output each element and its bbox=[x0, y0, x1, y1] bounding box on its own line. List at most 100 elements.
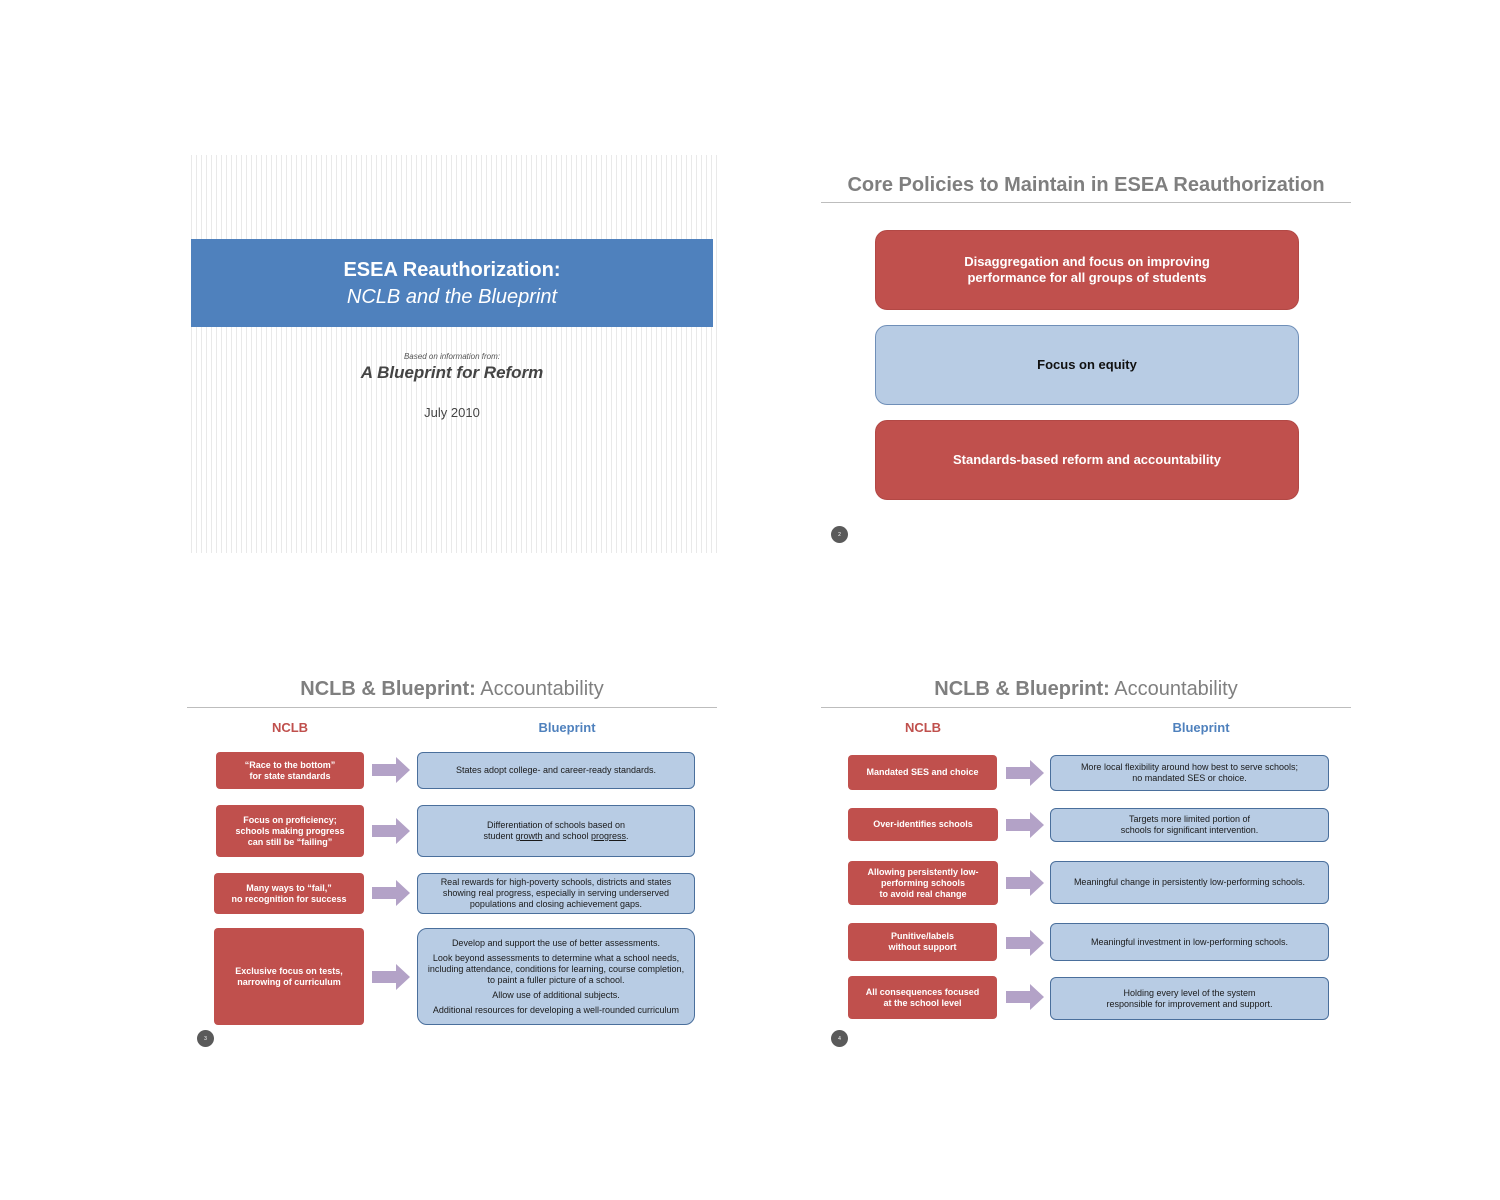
title-rest: Accountability bbox=[1109, 678, 1238, 700]
box-line: All consequences focused bbox=[865, 986, 980, 997]
nclb-box: Many ways to “fail,”no recognition for s… bbox=[214, 873, 364, 914]
arrow-icon bbox=[1006, 760, 1044, 786]
source-title: A Blueprint for Reform bbox=[360, 363, 544, 382]
box-paragraph: Allow use of additional subjects. bbox=[492, 989, 620, 1000]
slide-3: NCLB & Blueprint: Accountability NCLB Bl… bbox=[187, 660, 717, 1058]
title-bold: NCLB & Blueprint: bbox=[934, 678, 1110, 700]
box-line: for state standards bbox=[249, 770, 331, 781]
nclb-box: Mandated SES and choice bbox=[848, 755, 997, 790]
slide-subtitle: NCLB and the Blueprint bbox=[346, 286, 558, 308]
slide-title: NCLB & Blueprint: Accountability bbox=[821, 678, 1351, 701]
underlined-text: progress bbox=[591, 831, 627, 841]
box-line: “Race to the bottom” bbox=[244, 759, 336, 770]
nclb-box: Exclusive focus on tests,narrowing of cu… bbox=[214, 928, 364, 1025]
arrow-icon bbox=[1006, 984, 1044, 1010]
title-bold: NCLB & Blueprint: bbox=[300, 678, 476, 700]
box-line: Allowing persistently low- bbox=[867, 866, 979, 877]
policy-line: Standards-based reform and accountabilit… bbox=[952, 452, 1221, 467]
arrow-icon bbox=[372, 818, 410, 844]
box-line: Punitive/labels bbox=[890, 931, 954, 941]
box-line: Holding every level of the system bbox=[1123, 987, 1256, 998]
box-line: showing real progress, especially in ser… bbox=[442, 888, 670, 898]
box-line: Mandated SES and choice bbox=[866, 767, 979, 777]
slide-title: NCLB & Blueprint: Accountability bbox=[187, 678, 717, 701]
box-line: without support bbox=[888, 942, 957, 952]
box-line: performing schools bbox=[880, 877, 965, 888]
title-divider bbox=[821, 202, 1351, 203]
policy-line: Focus on equity bbox=[1037, 357, 1137, 372]
title-divider bbox=[821, 707, 1351, 708]
arrow-icon bbox=[372, 757, 410, 783]
arrow-icon bbox=[1006, 870, 1044, 896]
blueprint-box: Develop and support the use of better as… bbox=[417, 928, 695, 1025]
nclb-box: “Race to the bottom”for state standards bbox=[216, 752, 364, 789]
slide-title: Core Policies to Maintain in ESEA Reauth… bbox=[847, 174, 1325, 196]
column-header-nclb: NCLB bbox=[271, 720, 309, 735]
box-line: Real rewards for high-poverty schools, d… bbox=[440, 877, 672, 887]
underlined-text: growth bbox=[515, 831, 543, 841]
title-banner: ESEA Reauthorization: NCLB and the Bluep… bbox=[191, 239, 713, 327]
box-line: no mandated SES or choice. bbox=[1132, 773, 1247, 783]
date-label: July 2010 bbox=[424, 405, 480, 420]
blueprint-box: States adopt college- and career-ready s… bbox=[417, 752, 695, 789]
box-paragraph: Develop and support the use of better as… bbox=[451, 937, 661, 948]
box-line: responsible for improvement and support. bbox=[1106, 998, 1273, 1009]
slide-1: ESEA Reauthorization: NCLB and the Bluep… bbox=[187, 155, 717, 553]
box-line: Exclusive focus on tests, bbox=[235, 965, 343, 976]
box-paragraph: Look beyond assessments to determine wha… bbox=[427, 952, 685, 985]
box-text: . bbox=[626, 831, 629, 841]
blueprint-box: More local flexibility around how best t… bbox=[1050, 755, 1329, 791]
box-line: Meaningful change in persistently low-pe… bbox=[1073, 877, 1306, 887]
title-rest: Accountability bbox=[475, 678, 604, 700]
box-line: Targets more limited portion of bbox=[1128, 814, 1251, 824]
slide-4: NCLB & Blueprint: Accountability NCLB Bl… bbox=[821, 660, 1351, 1058]
nclb-box: Focus on proficiency;schools making prog… bbox=[216, 805, 364, 857]
box-text: student bbox=[483, 831, 516, 841]
policy-line: Disaggregation and focus on improving bbox=[964, 254, 1210, 269]
based-on-label: Based on information from: bbox=[403, 352, 501, 361]
box-line: at the school level bbox=[883, 997, 962, 1008]
arrow-icon bbox=[1006, 930, 1044, 956]
page-number: 4 bbox=[831, 1030, 848, 1047]
box-line: Meaningful investment in low-performing … bbox=[1090, 936, 1289, 947]
blueprint-box: Meaningful change in persistently low-pe… bbox=[1050, 861, 1329, 904]
arrow-icon bbox=[372, 964, 410, 990]
box-line: populations and closing achievement gaps… bbox=[469, 899, 643, 909]
nclb-box: Allowing persistently low-performing sch… bbox=[848, 861, 998, 905]
box-paragraph: Additional resources for developing a we… bbox=[432, 1004, 680, 1015]
box-line: More local flexibility around how best t… bbox=[1080, 762, 1299, 772]
slide-background bbox=[187, 155, 717, 553]
box-line: narrowing of curriculum bbox=[237, 976, 341, 987]
blueprint-box: Real rewards for high-poverty schools, d… bbox=[417, 873, 695, 914]
box-line: schools making progress bbox=[235, 825, 345, 836]
policy-box: Standards-based reform and accountabilit… bbox=[875, 420, 1299, 500]
page-number: 3 bbox=[197, 1030, 214, 1047]
box-line: Differentiation of schools based on bbox=[487, 820, 625, 830]
box-line: to avoid real change bbox=[879, 888, 967, 899]
column-header-blueprint: Blueprint bbox=[538, 720, 596, 735]
policy-line: performance for all groups of students bbox=[967, 270, 1207, 285]
box-line: Many ways to “fail,” bbox=[246, 882, 332, 893]
column-header-blueprint: Blueprint bbox=[1172, 720, 1230, 735]
box-line: Over-identifies schools bbox=[873, 819, 973, 829]
column-header-nclb: NCLB bbox=[904, 720, 942, 735]
page-number: 2 bbox=[831, 526, 848, 543]
box-line: schools for significant intervention. bbox=[1120, 825, 1259, 835]
box-line: Focus on proficiency; bbox=[243, 814, 337, 825]
slide-2: Core Policies to Maintain in ESEA Reauth… bbox=[821, 155, 1351, 553]
box-line: can still be “failing” bbox=[247, 836, 333, 847]
policy-box: Focus on equity bbox=[875, 325, 1299, 405]
arrow-icon bbox=[1006, 812, 1044, 838]
box-line: States adopt college- and career-ready s… bbox=[455, 765, 657, 775]
title-divider bbox=[187, 707, 717, 708]
nclb-box: Over-identifies schools bbox=[848, 808, 998, 841]
blueprint-box: Meaningful investment in low-performing … bbox=[1050, 923, 1329, 961]
box-line: no recognition for success bbox=[231, 893, 347, 904]
box-text: and school bbox=[542, 831, 592, 841]
